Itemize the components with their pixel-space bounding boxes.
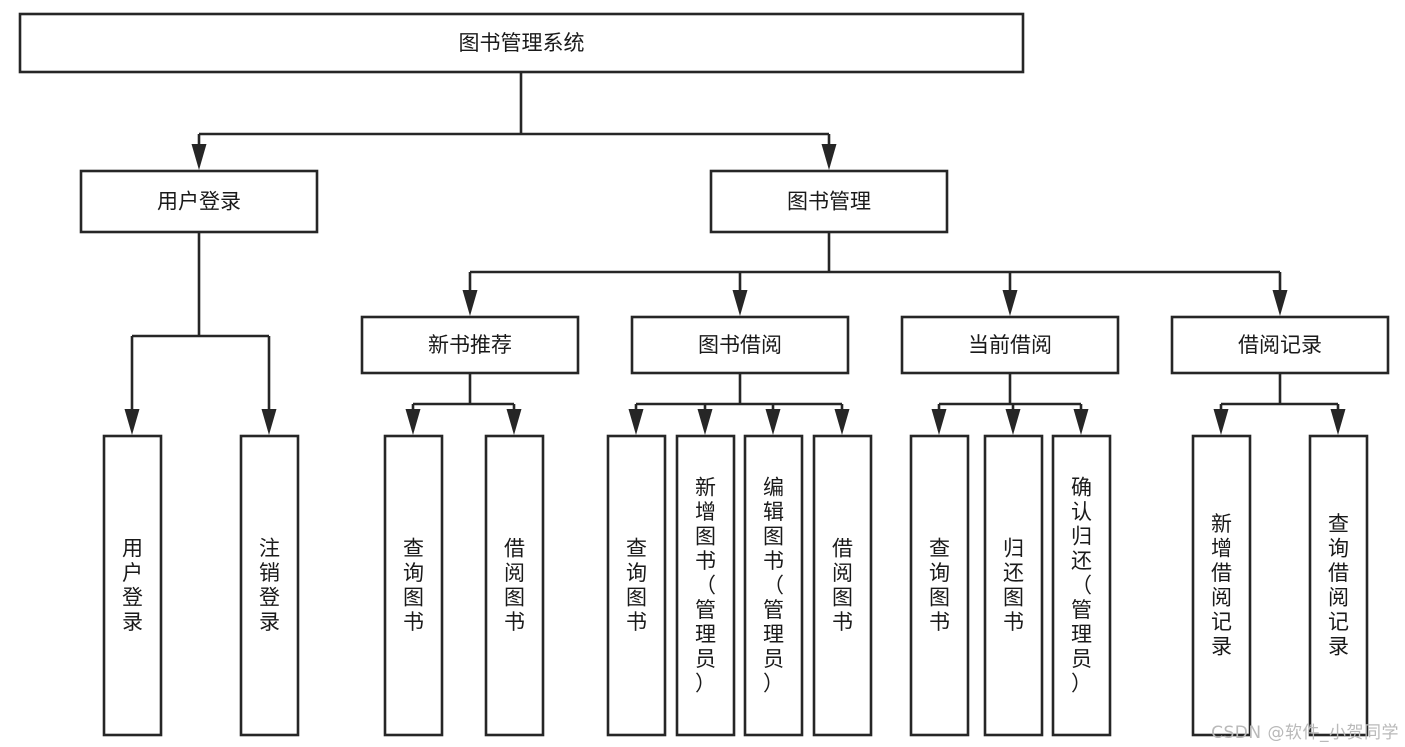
node-box-leaf-query-book-3 bbox=[909, 434, 970, 737]
connector-conn-current-borrow bbox=[931, 373, 1089, 435]
node-box-leaf-borrow-book-2 bbox=[812, 434, 873, 737]
node-box-book-borrow bbox=[630, 315, 850, 375]
node-book-manage[interactable]: 图书管理 bbox=[709, 169, 949, 234]
node-label-leaf-add-record: 新增借阅记录 bbox=[1211, 512, 1232, 659]
node-box-leaf-logout bbox=[239, 434, 300, 737]
node-leaf-user-login[interactable]: 用户登录 bbox=[102, 434, 163, 737]
node-box-leaf-query-record bbox=[1308, 434, 1369, 737]
node-label-root: 图书管理系统 bbox=[459, 31, 585, 55]
node-label-leaf-confirm-return: 确认归还（管理员） bbox=[1071, 475, 1092, 695]
node-box-leaf-add-book bbox=[675, 434, 736, 737]
node-box-user-login bbox=[79, 169, 319, 234]
node-current-borrow[interactable]: 当前借阅 bbox=[900, 315, 1120, 375]
connector-conn-book-borrow bbox=[628, 373, 850, 435]
node-label-book-manage: 图书管理 bbox=[787, 190, 871, 214]
node-leaf-query-record[interactable]: 查询借阅记录 bbox=[1308, 434, 1369, 737]
node-leaf-borrow-book-1[interactable]: 借阅图书 bbox=[484, 434, 545, 737]
node-leaf-edit-book[interactable]: 编辑图书（管理员） bbox=[743, 434, 804, 737]
node-label-leaf-query-record: 查询借阅记录 bbox=[1328, 512, 1349, 659]
node-book-borrow[interactable]: 图书借阅 bbox=[630, 315, 850, 375]
node-box-leaf-query-book-2 bbox=[606, 434, 667, 737]
node-leaf-return-book[interactable]: 归还图书 bbox=[983, 434, 1044, 737]
node-box-leaf-user-login bbox=[102, 434, 163, 737]
node-box-leaf-confirm-return bbox=[1051, 434, 1112, 737]
node-box-book-manage bbox=[709, 169, 949, 234]
node-borrow-record[interactable]: 借阅记录 bbox=[1170, 315, 1390, 375]
node-box-leaf-query-book-1 bbox=[383, 434, 444, 737]
node-label-leaf-add-book: 新增图书（管理员） bbox=[695, 475, 716, 695]
node-leaf-query-book-1[interactable]: 查询图书 bbox=[383, 434, 444, 737]
connector-conn-new-book-rec bbox=[405, 373, 522, 435]
node-label-leaf-query-book-1: 查询图书 bbox=[403, 537, 424, 635]
connector-conn-root bbox=[191, 72, 837, 170]
connector-conn-book-manage bbox=[462, 232, 1288, 316]
node-new-book-rec[interactable]: 新书推荐 bbox=[360, 315, 580, 375]
node-label-leaf-query-book-2: 查询图书 bbox=[626, 537, 647, 635]
node-label-leaf-logout: 注销登录 bbox=[259, 537, 280, 635]
node-user-login[interactable]: 用户登录 bbox=[79, 169, 319, 234]
connector-conn-user-login bbox=[124, 232, 277, 435]
edges-layer bbox=[124, 72, 1346, 435]
node-leaf-query-book-2[interactable]: 查询图书 bbox=[606, 434, 667, 737]
node-label-leaf-borrow-book-2: 借阅图书 bbox=[832, 537, 853, 635]
node-root[interactable]: 图书管理系统 bbox=[18, 12, 1025, 74]
watermark-label: CSDN @软件_小贺同学 bbox=[1211, 723, 1399, 743]
node-leaf-add-record[interactable]: 新增借阅记录 bbox=[1191, 434, 1252, 737]
node-label-user-login: 用户登录 bbox=[157, 190, 241, 214]
nodes-layer: 图书管理系统用户登录图书管理新书推荐图书借阅当前借阅借阅记录用户登录注销登录查询… bbox=[18, 12, 1390, 737]
node-leaf-query-book-3[interactable]: 查询图书 bbox=[909, 434, 970, 737]
node-label-leaf-return-book: 归还图书 bbox=[1003, 537, 1024, 635]
node-label-leaf-user-login: 用户登录 bbox=[122, 537, 143, 635]
node-box-root bbox=[18, 12, 1025, 74]
node-label-leaf-query-book-3: 查询图书 bbox=[929, 537, 950, 635]
node-label-new-book-rec: 新书推荐 bbox=[428, 333, 512, 357]
node-box-borrow-record bbox=[1170, 315, 1390, 375]
node-label-current-borrow: 当前借阅 bbox=[968, 333, 1052, 357]
node-label-leaf-edit-book: 编辑图书（管理员） bbox=[763, 475, 784, 695]
node-box-leaf-edit-book bbox=[743, 434, 804, 737]
node-label-book-borrow: 图书借阅 bbox=[698, 333, 782, 357]
node-box-leaf-return-book bbox=[983, 434, 1044, 737]
node-leaf-add-book[interactable]: 新增图书（管理员） bbox=[675, 434, 736, 737]
node-leaf-borrow-book-2[interactable]: 借阅图书 bbox=[812, 434, 873, 737]
node-leaf-confirm-return[interactable]: 确认归还（管理员） bbox=[1051, 434, 1112, 737]
node-label-borrow-record: 借阅记录 bbox=[1238, 333, 1322, 357]
node-box-new-book-rec bbox=[360, 315, 580, 375]
node-label-leaf-borrow-book-1: 借阅图书 bbox=[504, 537, 525, 635]
node-box-leaf-add-record bbox=[1191, 434, 1252, 737]
node-box-current-borrow bbox=[900, 315, 1120, 375]
connector-conn-borrow-record bbox=[1213, 373, 1346, 435]
node-leaf-logout[interactable]: 注销登录 bbox=[239, 434, 300, 737]
node-box-leaf-borrow-book-1 bbox=[484, 434, 545, 737]
